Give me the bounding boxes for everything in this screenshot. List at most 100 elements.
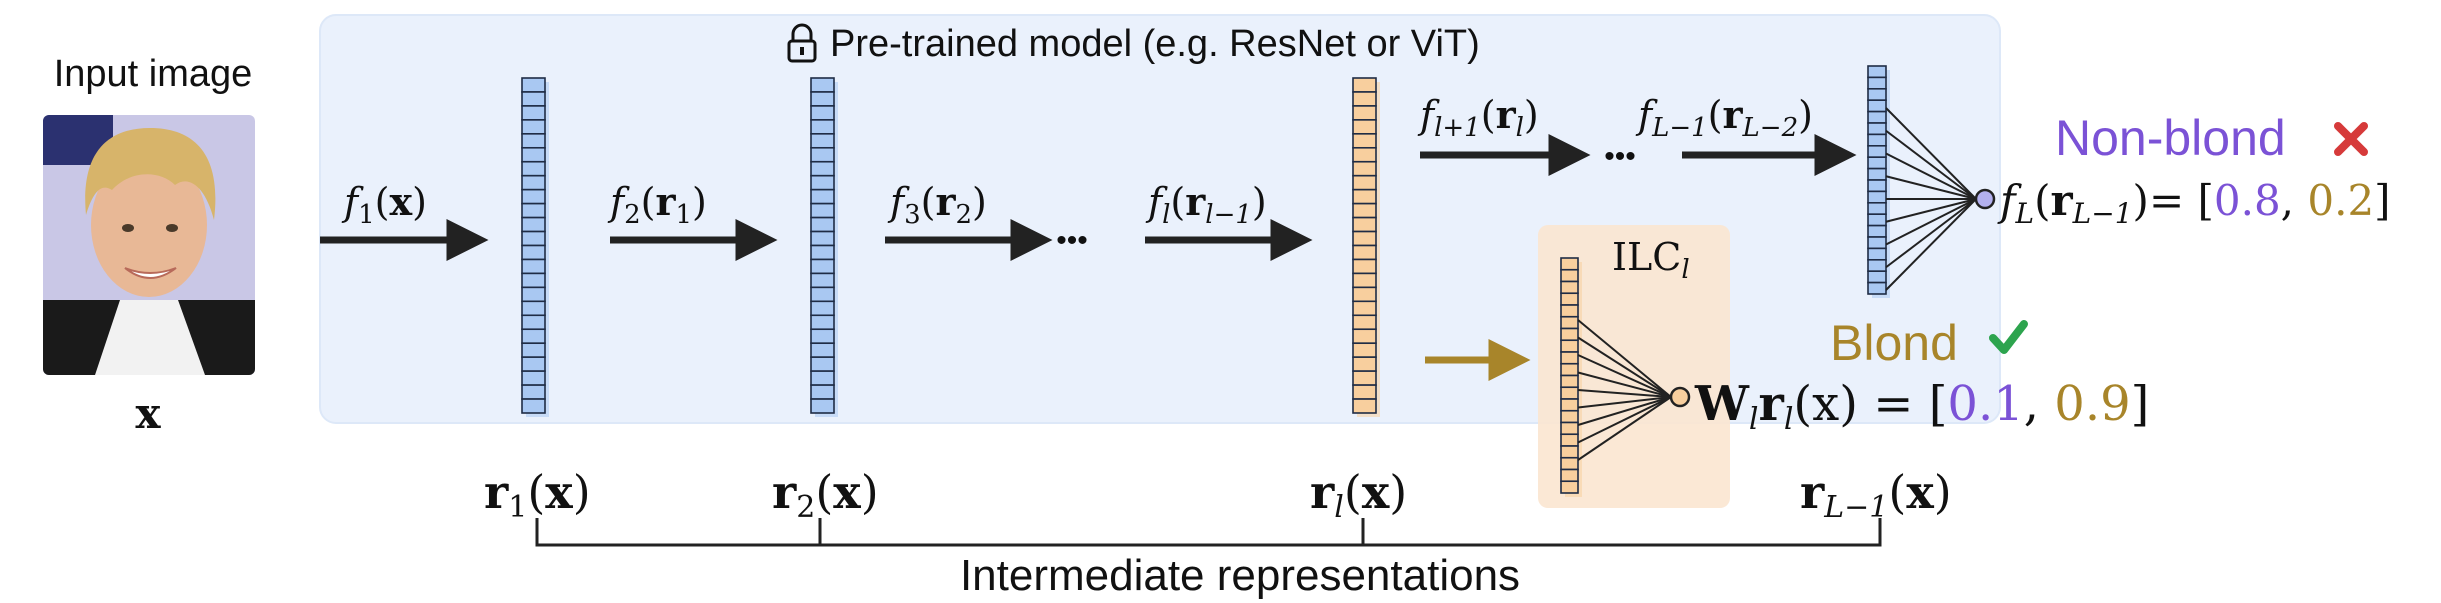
- layer-cell: [1352, 370, 1377, 386]
- ellipsis-1: •••: [1056, 224, 1088, 257]
- layer-cell: [810, 105, 835, 121]
- input-photo: [43, 115, 255, 375]
- label-f2: f2(r1): [607, 179, 707, 230]
- layer-cell: [1867, 270, 1887, 284]
- final-output-node: [1974, 188, 1996, 210]
- layer-cell: [521, 133, 546, 149]
- layer-cell: [1560, 315, 1579, 330]
- layer-cell: [810, 188, 835, 205]
- layer-cell: [1867, 258, 1887, 272]
- representations-bracket: [535, 518, 1882, 547]
- layer-cell: [521, 272, 546, 289]
- probe-output-equation: Wlrl(x) = [0.1, 0.9]: [1694, 376, 2149, 437]
- layer-cell: [1352, 216, 1377, 233]
- layer-cell: [1867, 190, 1887, 204]
- connection-line: [1885, 129, 1977, 200]
- label-f1: f1(x): [341, 179, 427, 230]
- layer-r2: [810, 77, 838, 417]
- layer-cell: [521, 356, 546, 372]
- connection-line: [1577, 396, 1672, 409]
- layer-cell: [1352, 314, 1377, 331]
- layer-cell: [1352, 174, 1377, 191]
- label-f3: f3(r2): [887, 179, 987, 230]
- layer-columns: [521, 65, 1890, 417]
- layer-cell: [1867, 281, 1887, 295]
- layer-cell: [521, 146, 546, 163]
- layer-cell: [521, 202, 546, 219]
- layer-cell: [1867, 224, 1887, 238]
- panel-title: Pre-trained model (e.g. ResNet or ViT): [830, 23, 1480, 65]
- connection-line: [1885, 198, 1977, 291]
- layer-ilc: [1560, 257, 1582, 497]
- layer-cell: [521, 119, 546, 135]
- layer-cell: [1560, 268, 1579, 283]
- layer-cell: [521, 300, 546, 317]
- layer-cell: [1560, 480, 1579, 494]
- layer-cell: [521, 314, 546, 331]
- layer-cell: [521, 91, 546, 107]
- layer-cell: [521, 258, 546, 275]
- layer-cell: [810, 342, 835, 358]
- layer-cell: [521, 230, 546, 247]
- layer-cell: [810, 133, 835, 149]
- layer-cell: [521, 77, 546, 93]
- layer-cell: [521, 105, 546, 121]
- connection-line: [1577, 389, 1672, 398]
- layer-cell: [1560, 280, 1579, 295]
- connection-line: [1577, 396, 1672, 461]
- layer-rl: [1352, 77, 1380, 417]
- check-icon: [1989, 320, 2028, 354]
- layer-cell: [810, 272, 835, 289]
- layer-cell: [1352, 119, 1377, 135]
- layer-cell: [1560, 398, 1579, 412]
- connection-line: [1885, 198, 1977, 223]
- layer-cell: [1867, 236, 1887, 250]
- layer-cell: [1560, 445, 1579, 459]
- probe-output-node: [1669, 386, 1691, 408]
- footer-label: Intermediate representations: [960, 551, 1520, 600]
- layer-cell: [810, 356, 835, 372]
- layer-cell: [1867, 202, 1887, 216]
- layer-cell: [1352, 398, 1377, 414]
- layer-cell: [1352, 328, 1377, 345]
- layer-cell: [810, 146, 835, 163]
- layer-cell: [521, 188, 546, 205]
- input-image-title: Input image: [54, 53, 253, 95]
- layer-cell: [810, 91, 835, 107]
- layer-cell: [810, 174, 835, 191]
- non-blond-label: Non-blond: [2055, 110, 2286, 166]
- label-fL1: fL−1(rL−2): [1635, 92, 1813, 143]
- layer-cell: [1560, 456, 1579, 471]
- connection-line: [1577, 319, 1672, 398]
- layer-cell: [521, 174, 546, 191]
- layer-cell: [810, 258, 835, 275]
- layer-cell: [810, 370, 835, 386]
- connection-line: [1577, 371, 1672, 398]
- layer-cell: [1352, 244, 1377, 261]
- layer-cell: [1352, 133, 1377, 149]
- connection-line: [1577, 396, 1672, 426]
- ellipsis-2: •••: [1604, 140, 1636, 173]
- layer-cell: [810, 77, 835, 93]
- layer-cell: [1560, 386, 1579, 400]
- layer-cell: [521, 370, 546, 386]
- layer-cell: [1867, 65, 1887, 79]
- layer-cell: [1352, 272, 1377, 289]
- layer-cell: [1560, 433, 1579, 447]
- layer-cell: [1352, 146, 1377, 163]
- layer-cell: [1352, 230, 1377, 247]
- layer-cell: [521, 244, 546, 261]
- layer-rL1: [1867, 65, 1890, 298]
- layer-cell: [1867, 122, 1887, 136]
- layer-cell: [1352, 258, 1377, 275]
- layer-cell: [1867, 133, 1887, 147]
- ilc-columns: [1560, 257, 1582, 497]
- connection-line: [1885, 198, 1977, 246]
- layer-cell: [1560, 292, 1579, 306]
- layer-cell: [1352, 160, 1377, 177]
- connection-line: [1577, 396, 1672, 444]
- layer-cell: [1867, 88, 1887, 102]
- probe-classifier-fan: [1577, 319, 1672, 461]
- layer-r1: [521, 77, 549, 417]
- layer-cell: [1352, 300, 1377, 317]
